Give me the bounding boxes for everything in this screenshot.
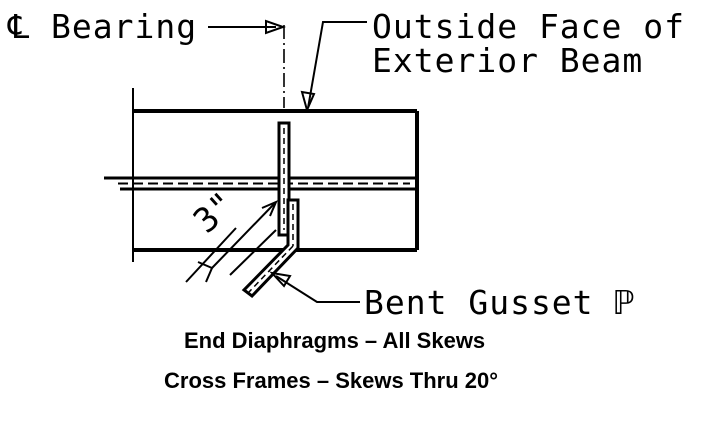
- dimension-arrow-lower: [197, 261, 214, 283]
- caption-line1: End Diaphragms – All Skews: [184, 328, 486, 353]
- outside-face-label-line2: Exterior Beam: [372, 41, 644, 80]
- centerline-leader-arrow: [265, 19, 287, 35]
- caption-line2: Cross Frames – Skews Thru 20°: [164, 368, 499, 393]
- bent-gusset-label: Bent Gusset ℙ: [364, 283, 636, 322]
- centerline-bearing-label: ℄ Bearing: [8, 7, 198, 46]
- dimension-tick: [229, 229, 277, 276]
- dimension-arrow-upper: [261, 200, 278, 217]
- bent-gusset-hidden-2: [248, 245, 294, 293]
- dimension-extension-line: [211, 203, 275, 269]
- dimension-line: [185, 227, 237, 283]
- outside-face-label-line1: Outside Face of: [372, 7, 686, 46]
- outside-face-leader: [307, 21, 367, 109]
- bent-gusset-leader: [275, 275, 360, 303]
- outside-face-leader-arrow: [300, 90, 316, 113]
- bent-gusset-leader-arrow: [269, 271, 292, 288]
